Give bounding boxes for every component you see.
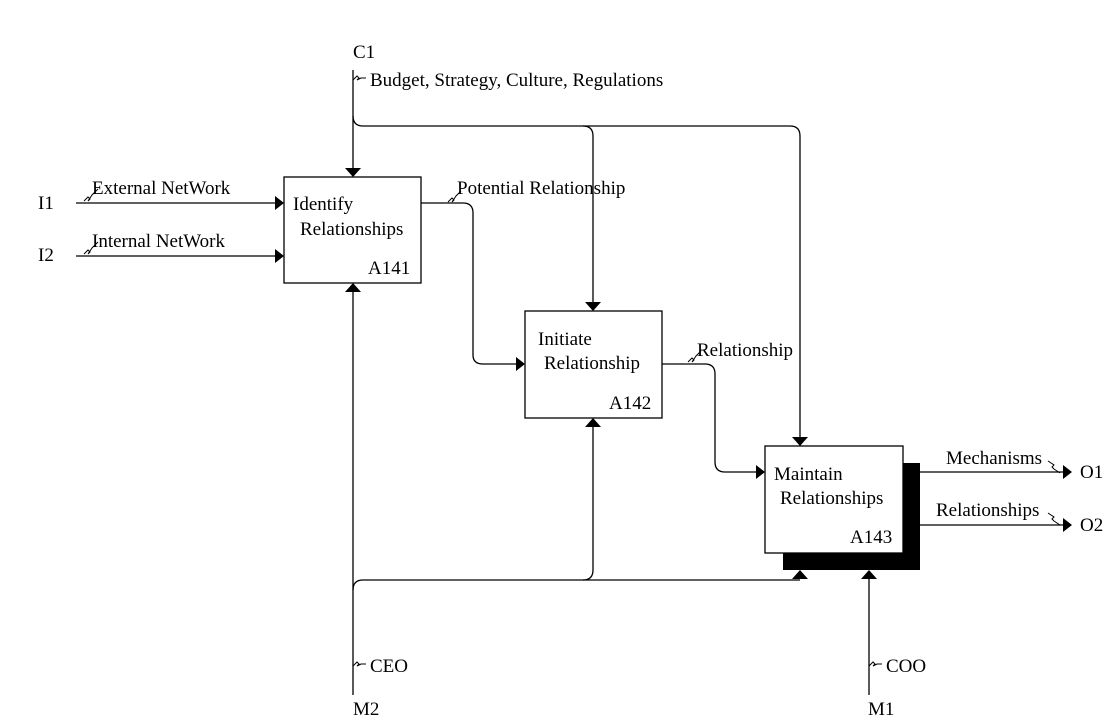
activity-node-number: A143 xyxy=(850,527,892,548)
output-label-o1: Mechanisms xyxy=(946,448,1042,469)
output-code-o1: O1 xyxy=(1080,462,1103,483)
activity-box xyxy=(764,445,904,554)
output-arrow-o2[interactable] xyxy=(903,512,1072,532)
squiggle-connector xyxy=(352,75,366,81)
mechanism-code-m1: M1 xyxy=(868,699,894,720)
activity-title-line1: Initiate xyxy=(538,329,592,350)
activity-a143[interactable]: Maintain Relationships A143 xyxy=(764,445,920,570)
mechanism-label-m1: COO xyxy=(886,656,926,677)
control-arrow-c1[interactable] xyxy=(345,70,808,446)
squiggle-connector xyxy=(83,188,99,202)
activity-node-number: A141 xyxy=(368,258,410,279)
input-code-i1: I1 xyxy=(38,193,54,214)
activity-box xyxy=(283,176,422,284)
activity-a142[interactable]: Initiate Relationship A142 xyxy=(524,310,663,419)
activity-title-line2: Relationships xyxy=(300,219,403,240)
input-arrow-i2[interactable] xyxy=(76,241,284,263)
mechanism-code-m2: M2 xyxy=(353,699,379,720)
squiggle-connector xyxy=(1047,512,1061,526)
squiggle-connector xyxy=(1047,460,1061,474)
squiggle-connector xyxy=(83,241,99,255)
activity-title-line1: Maintain xyxy=(774,464,843,485)
output-arrow-o1[interactable] xyxy=(920,460,1072,479)
activity-title-line1: Identify xyxy=(293,194,354,215)
mechanism-label-m2: CEO xyxy=(370,656,408,677)
input-label-i1: External NetWork xyxy=(92,178,231,199)
control-code-c1: C1 xyxy=(353,42,375,63)
mechanism-arrow-m1[interactable] xyxy=(861,570,882,695)
input-arrow-i1[interactable] xyxy=(76,188,284,210)
activity-title-line2: Relationship xyxy=(544,353,640,374)
squiggle-connector xyxy=(447,190,462,203)
squiggle-connector xyxy=(352,661,366,667)
squiggle-connector xyxy=(868,661,882,667)
squiggle-connector xyxy=(687,350,702,363)
activity-box xyxy=(524,310,663,419)
activity-a141[interactable]: Identify Relationships A141 xyxy=(283,176,422,284)
flow-arrow-relationship[interactable] xyxy=(662,350,765,479)
flow-arrow-potential-relationship[interactable] xyxy=(421,190,525,371)
flow-label-potential-relationship: Potential Relationship xyxy=(457,178,625,199)
input-label-i2: Internal NetWork xyxy=(92,231,226,252)
activity-node-number: A142 xyxy=(609,393,651,414)
output-label-o2: Relationships xyxy=(936,500,1039,521)
flow-label-relationship: Relationship xyxy=(697,340,793,361)
output-code-o2: O2 xyxy=(1080,515,1103,536)
input-code-i2: I2 xyxy=(38,245,54,266)
mechanism-arrow-m2[interactable] xyxy=(345,283,808,695)
activity-title-line2: Relationships xyxy=(780,488,883,509)
control-label-c1: Budget, Strategy, Culture, Regulations xyxy=(370,70,663,91)
